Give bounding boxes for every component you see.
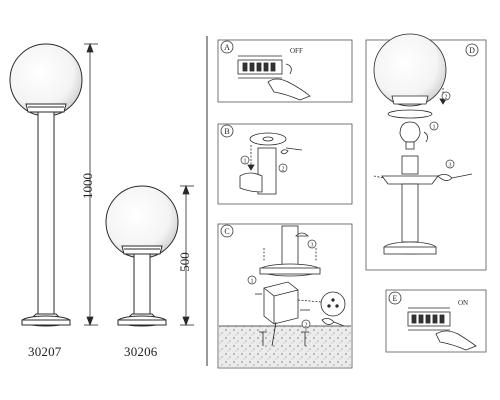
post [401,183,419,243]
callout-number: 1 [251,279,254,285]
breaker-switch [407,307,451,331]
cap-icon [295,232,309,237]
post-section [281,225,299,267]
model-number-30207: 30207 [28,344,62,359]
connector-detail [320,291,346,317]
step-letter: C [224,227,229,236]
switch-label-on: ON [458,299,468,307]
model-number-30206: 30206 [124,344,158,359]
dimension-line-1000 [84,42,98,327]
callout-number: 3 [311,243,314,249]
rotate-arrow-icon [423,131,428,143]
post-section [257,147,277,195]
rotate-arrow-icon [285,63,292,75]
dimension-label-500: 500 [177,252,192,272]
step-panel-a: A OFF [217,39,353,103]
bulb-icon [399,121,421,143]
callout-number: 2 [305,323,308,329]
dimension-line-500 [180,184,194,327]
lamp-holder [401,155,419,175]
hand-icon [267,78,311,101]
shade-collar [25,103,67,113]
lamp-30206 [105,185,179,327]
switch-label-off: OFF [290,47,303,55]
dimension-label-1000: 1000 [80,173,95,199]
globe-shade [373,33,447,107]
callout-number: 1 [433,125,436,131]
post [133,253,151,315]
callout-number: 2 [282,167,285,173]
post [37,111,55,315]
hand-icon [239,172,263,193]
step-letter: A [224,43,230,52]
hand-icon [435,330,477,351]
shade-collar [121,245,163,255]
screwdriver-icon [280,147,303,155]
step-panel-b: B 1 2 [217,123,353,205]
shade-collar [391,95,429,105]
screwdriver-icon [437,173,473,181]
callout-number: 1 [244,159,247,165]
step-panel-e: E ON [385,289,487,353]
seal-ring [387,109,433,119]
lamp-30207 [9,43,83,327]
callout-number: 3 [449,163,452,169]
step-letter: D [469,46,475,55]
screw-icon [259,331,267,346]
screwdriver-icon [321,318,345,327]
step-letter: E [393,294,398,303]
screw-icon [301,331,309,346]
callout-number: 2 [445,95,448,101]
step-letter: B [224,127,229,136]
breaker-switch [237,55,283,79]
step-panel-d: D 2 1 3 [365,33,487,271]
step-panel-c: C 3 2 1 [217,223,353,369]
ground-gravel [219,326,351,367]
cable [271,321,277,347]
